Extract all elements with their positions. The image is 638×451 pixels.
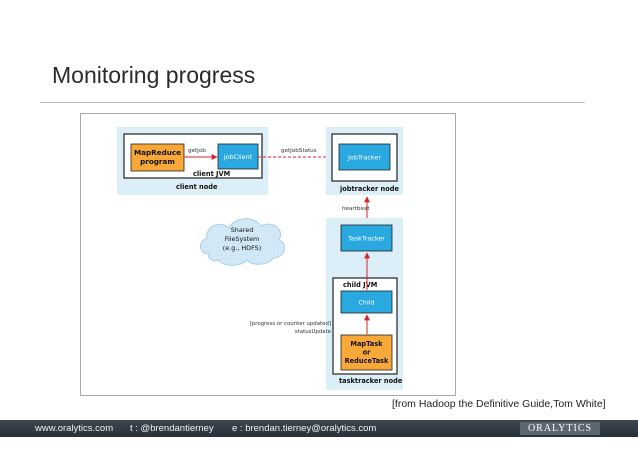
footer-twitter[interactable]: t : @brendantierney <box>130 423 214 434</box>
client-node-label: client node <box>176 183 218 191</box>
title-divider <box>40 102 585 103</box>
tasktracker-node-label: tasktracker node <box>339 377 403 385</box>
maptask-line3: ReduceTask <box>345 357 389 365</box>
child-label: Child <box>358 299 374 307</box>
footer-website[interactable]: www.oralytics.com <box>35 423 114 434</box>
monitoring-progress-diagram: MapReduce program JobClient client JVM c… <box>80 113 456 396</box>
slide-title: Monitoring progress <box>52 62 256 88</box>
shared-fs-line2: FileSystem <box>225 235 260 243</box>
tasktracker-box <box>340 224 393 252</box>
jobtracker-node-label: jobtracker node <box>339 185 399 193</box>
client-node: MapReduce program JobClient client JVM c… <box>117 127 268 195</box>
shared-filesystem-cloud: Shared FileSystem (e.g., HDFS) <box>200 218 286 266</box>
tasktracker-label: TaskTracker <box>347 235 385 243</box>
oralytics-logo: ORALYTICS <box>520 422 600 435</box>
shared-fs-line3: (e.g., HDFS) <box>223 244 261 252</box>
jobtracker-box <box>338 143 391 171</box>
mapreduce-program-line1: MapReduce <box>134 148 181 157</box>
jobclient-label: JobClient <box>223 153 253 161</box>
diagram-canvas: MapReduce program JobClient client JVM c… <box>117 127 403 390</box>
footer-bar: www.oralytics.com t : @brendantierney e … <box>0 420 638 437</box>
status-update-line2: statusUpdate <box>295 329 332 335</box>
maptask-line2: or <box>363 349 372 357</box>
maptask-box <box>340 334 393 371</box>
jobtracker-node: JobTracker jobtracker node <box>326 127 403 195</box>
mapreduce-program-box <box>130 143 185 172</box>
figure-caption: [from Hadoop the Definitive Guide,Tom Wh… <box>392 398 606 410</box>
child-jvm-label: child JVM <box>343 281 377 289</box>
getjob-label: getJob <box>188 148 206 154</box>
footer-email[interactable]: e : brendan.tierney@oralytics.com <box>232 423 377 434</box>
maptask-line1: MapTask <box>350 340 383 348</box>
heartbeat-label: heartbeat <box>342 206 370 212</box>
jobtracker-label: JobTracker <box>347 154 381 162</box>
client-jvm-label: client JVM <box>193 170 230 178</box>
shared-fs-line1: Shared <box>231 226 254 234</box>
mapreduce-program-line2: program <box>140 157 175 166</box>
status-update-line1: [progress or counter updated] <box>250 321 331 327</box>
jobclient-box <box>217 143 259 170</box>
child-box <box>340 290 393 314</box>
getjobstatus-label: getJobStatus <box>281 148 317 154</box>
tasktracker-node: TaskTracker child JVM Child MapTask or R… <box>326 218 403 390</box>
